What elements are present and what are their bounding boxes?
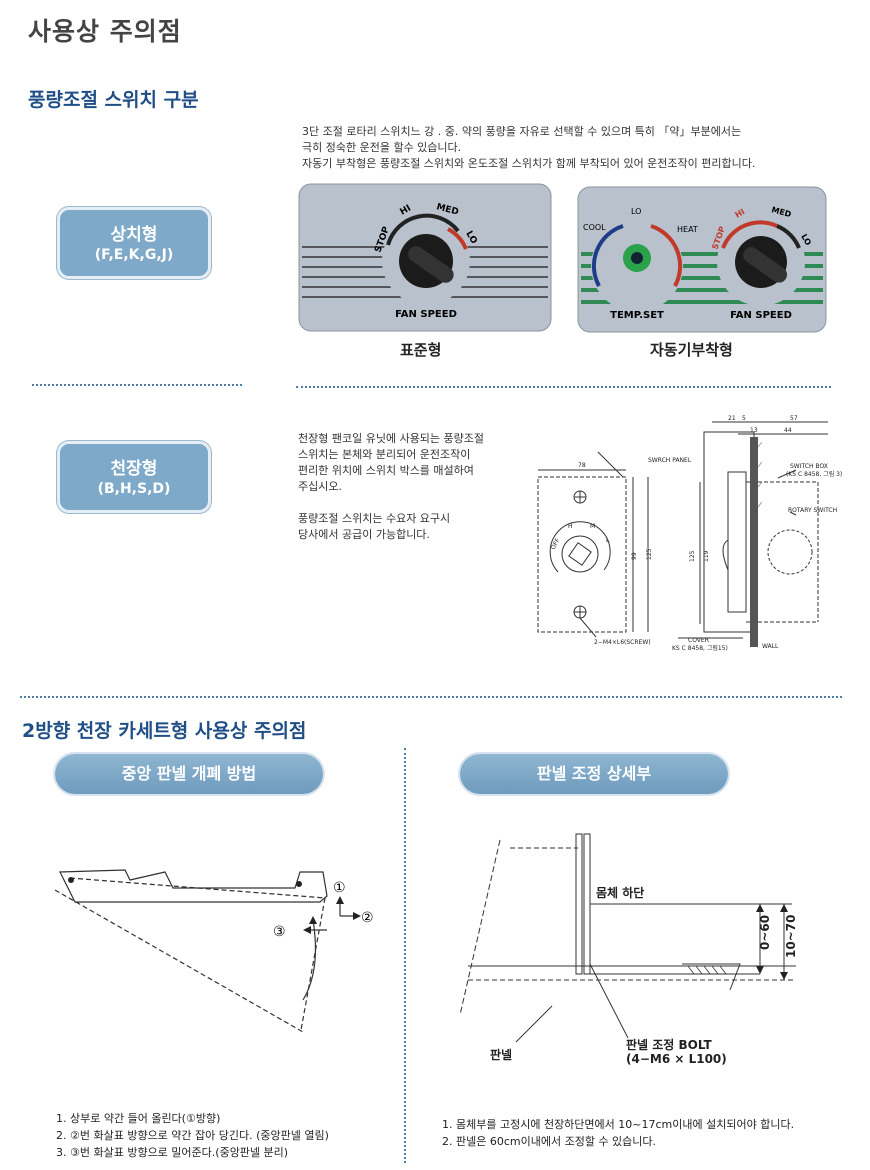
dim-57: 57 <box>790 415 798 422</box>
divider <box>296 386 831 388</box>
dim-13: 13 <box>750 427 758 434</box>
type-pill-ceiling: 천장형 (B,H,S,D) <box>57 441 211 513</box>
standard-switch-illustration: STOP HI MED LO FAN SPEED <box>298 183 552 332</box>
standard-caption: 표준형 <box>400 341 442 359</box>
temp-mark-lo: LO <box>631 207 641 216</box>
bolt-label: 판넬 조정 BOLT <box>626 1038 712 1052</box>
pill-models: (B,H,S,D) <box>97 481 171 497</box>
dial-off: OFF <box>550 537 562 551</box>
panel-adjust-detail-pill: 판넬 조정 상세부 <box>460 754 728 794</box>
left-notes: 1. 상부로 약간 들어 올린다(①방향) 2. ②번 화살표 방향으로 약간 … <box>56 1110 396 1161</box>
divider <box>20 696 842 698</box>
divider-vertical <box>404 748 406 1163</box>
dim-21: 21 <box>728 415 736 422</box>
cassette-heading: 2방향 천장 카세트형 사용상 주의점 <box>22 720 307 742</box>
type-pill-surface: 상치형 (F,E,K,G,J) <box>57 207 211 279</box>
note-item: 2. ②번 화살표 방향으로 약간 잡아 당긴다. (중앙판넬 열림) <box>56 1129 329 1142</box>
wall-label: WALL <box>762 643 779 650</box>
bolt-spec: (4−M6 × L100) <box>626 1052 727 1066</box>
panel-open-drawing: ① ② ③ <box>54 869 374 1033</box>
rotary-switch-label: ROTARY SWITCH <box>788 507 837 514</box>
panel-adjust-drawing <box>459 833 796 1043</box>
thermo-fan-speed-label: FAN SPEED <box>730 310 792 321</box>
dim-78: 78 <box>578 462 586 469</box>
thermo-mark-hi: HI <box>734 207 747 220</box>
switch-box-std: (KS C 8458, 그림 3) <box>786 470 842 478</box>
dim-99: 99 <box>631 552 638 560</box>
note-item: 1. 상부로 약간 들어 올린다(①방향) <box>56 1112 221 1125</box>
dim-5: 5 <box>742 415 746 422</box>
page-title: 사용상 주의점 <box>28 17 182 46</box>
cover-label: COVER <box>688 637 709 644</box>
panel-open-method-pill: 중앙 판넬 개폐 방법 <box>55 754 323 794</box>
dim-0-60: 0~60 <box>758 914 772 950</box>
panel-label: 판넬 <box>490 1048 513 1062</box>
temp-mark-heat: HEAT <box>677 225 698 234</box>
cover-std: KS C 8458, 그림15) <box>672 644 728 652</box>
thermostat-caption: 자동기부착형 <box>650 341 733 359</box>
mark-1: ① <box>333 880 346 896</box>
ceiling-description: 천장형 팬코일 유닛에 사용되는 풍량조절 스위치는 본체와 분리되어 운전조작… <box>298 432 485 541</box>
pill-title: 천장형 <box>110 459 158 479</box>
dim-125b: 125 <box>689 550 696 562</box>
temp-mark-cool: COOL <box>583 223 606 232</box>
mark-2: ② <box>361 910 374 926</box>
switch-box-label: SWITCH BOX <box>790 463 828 470</box>
dim-10-70: 10~70 <box>784 914 798 958</box>
note-item: 1. 몸체부를 고정시에 천장하단면에서 10~17cm이내에 설치되어야 합니… <box>442 1118 795 1131</box>
standard-fan-speed-label: FAN SPEED <box>395 309 457 320</box>
divider <box>32 384 242 386</box>
screw-label: 2−M4×L6(SCREW) <box>594 639 651 646</box>
switch-box-drawing: 78 SWRCH PANEL 99 125 2−M4×L6(SCREW) OFF… <box>537 415 842 652</box>
dial-l: L <box>606 537 610 544</box>
dim-119: 119 <box>703 550 710 562</box>
dim-125: 125 <box>646 548 653 560</box>
temp-set-label: TEMP.SET <box>610 310 664 321</box>
body-bottom-label: 몸체 하단 <box>596 886 645 900</box>
note-item: 2. 판넬은 60cm이내에서 조정할 수 있습니다. <box>442 1135 657 1148</box>
pill-title: 상치형 <box>110 225 158 245</box>
switch-panel-label: SWRCH PANEL <box>648 457 692 464</box>
thermostat-switch-illustration: COOL LO HEAT STOP HI MED LO TEMP.SET FAN… <box>577 186 827 333</box>
mark-3: ③ <box>273 924 286 940</box>
pill-models: (F,E,K,G,J) <box>94 247 174 263</box>
fan-switch-description: 3단 조절 로타리 스위치느 강 . 중. 약의 풍량을 자유로 선택할 수 있… <box>302 125 756 170</box>
right-notes: 1. 몸체부를 고정시에 천장하단면에서 10~17cm이내에 설치되어야 합니… <box>442 1116 862 1150</box>
dial-h: H <box>568 523 573 530</box>
dim-44: 44 <box>784 427 792 434</box>
standard-mark-hi: HI <box>399 203 413 217</box>
section-heading-fan-switch: 풍량조절 스위치 구분 <box>28 89 199 111</box>
note-item: 3. ③번 화살표 방향으로 밀어준다.(중앙판넬 분리) <box>56 1146 289 1159</box>
dial-m: M <box>590 523 595 530</box>
